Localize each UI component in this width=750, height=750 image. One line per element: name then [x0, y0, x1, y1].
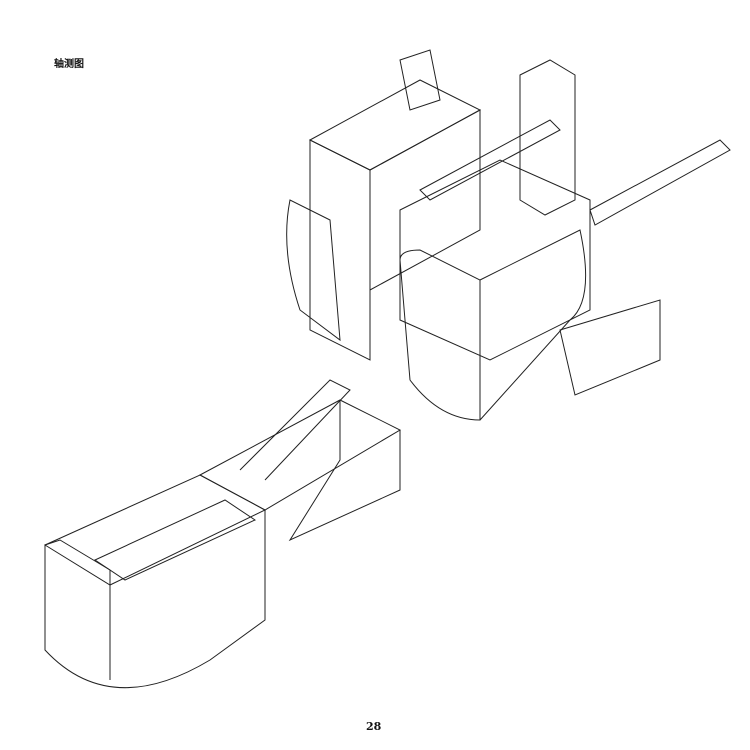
ramp-walkway — [198, 379, 402, 542]
pool-terrace — [43, 474, 267, 689]
site-paths — [399, 49, 731, 396]
page-number: 28 — [366, 720, 382, 733]
drawing-title: 轴测图 — [54, 59, 84, 70]
main-house — [286, 59, 591, 421]
